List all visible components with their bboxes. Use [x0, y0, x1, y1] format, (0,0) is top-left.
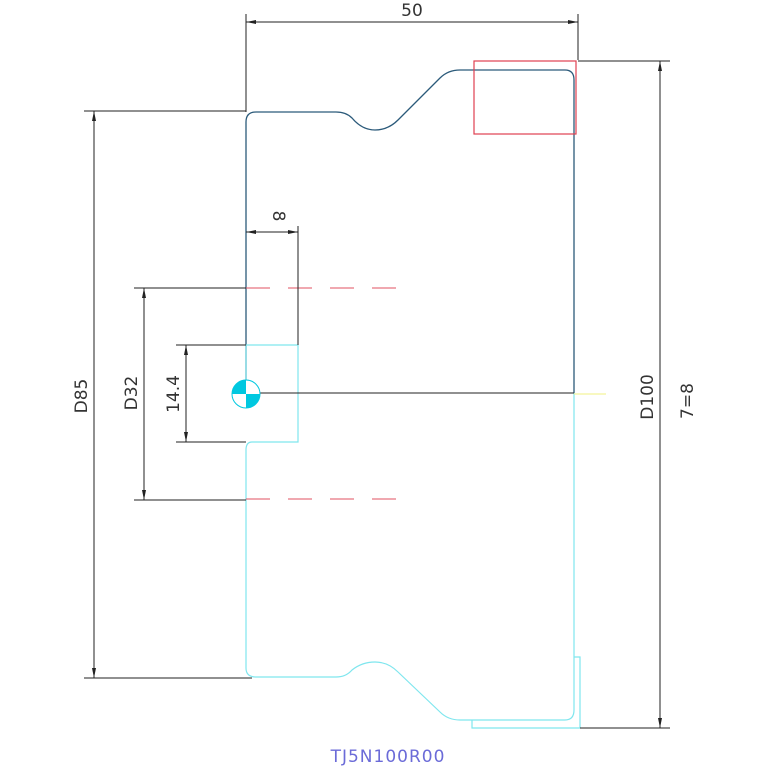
dim-bore-height [176, 344, 246, 443]
dim-bore-height-label: 14.4 [164, 375, 184, 413]
highlight-box [473, 60, 577, 135]
center-mark-icon [231, 379, 261, 409]
dim-inner-diameter [134, 287, 246, 501]
dim-small-width [246, 226, 299, 345]
dim-small-width-label: 8 [268, 211, 288, 222]
dim-max-diameter [578, 60, 670, 729]
dim-outer-diameter-label: D85 [72, 379, 92, 414]
dim-outer-diameter [84, 110, 252, 679]
dim-inner-diameter-label: D32 [122, 376, 142, 411]
lower-profile [245, 344, 581, 729]
dim-top-width [245, 14, 579, 112]
tooth-note-label: 7=8 [678, 383, 698, 419]
dim-top-width-label: 50 [401, 1, 423, 21]
upper-profile [245, 69, 575, 393]
dim-max-diameter-label: D100 [638, 374, 658, 420]
drawing-title: TJ5N100R00 [330, 747, 446, 767]
